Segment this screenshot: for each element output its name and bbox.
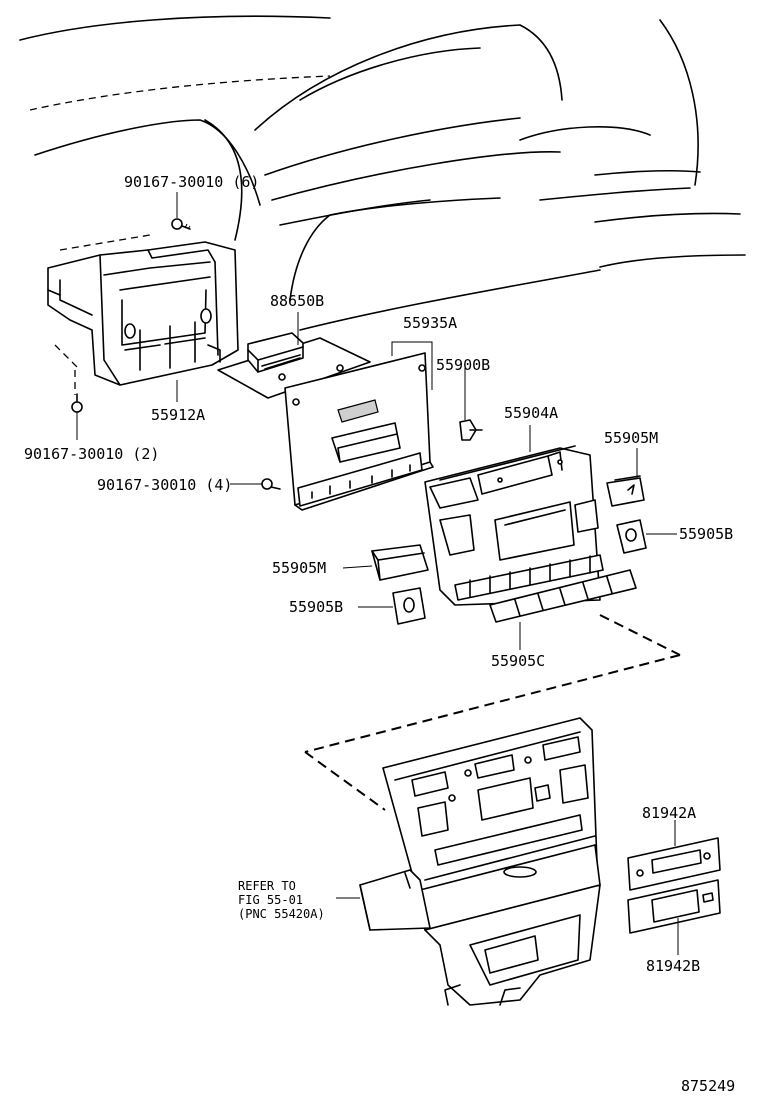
dash-line-upper [599, 614, 681, 656]
figure-number: 875249 [681, 1077, 736, 1095]
screw-top-icon [171, 218, 191, 230]
label-55905B-left: 55905B [289, 598, 344, 616]
label-screw-top: 90167-30010 (6) [124, 173, 260, 191]
dash-line-lower [304, 751, 386, 811]
bulb-55900B-icon [459, 419, 483, 441]
board-55935A-shape [284, 352, 434, 511]
label-refer-line1: REFER TO [238, 879, 296, 893]
screw-left-icon [71, 370, 83, 413]
refer-bracket-shape [359, 869, 431, 931]
label-55905M-right: 55905M [604, 429, 659, 447]
label-screw-left: 90167-30010 (2) [24, 445, 160, 463]
label-55904A: 55904A [504, 404, 559, 422]
label-55905B-right: 55905B [679, 525, 734, 543]
knob-55905M-left-icon [371, 544, 429, 581]
label-81942A: 81942A [642, 804, 697, 822]
plate-81942A-shape [627, 837, 721, 891]
console-panel-shape [382, 717, 601, 1006]
label-screw-mid: 90167-30010 (4) [97, 476, 233, 494]
dash-line-middle [304, 654, 681, 753]
label-81942B: 81942B [646, 957, 701, 975]
label-55905M-left: 55905M [272, 559, 327, 577]
dashboard-outline [19, 15, 746, 331]
label-55905C: 55905C [491, 652, 546, 670]
bracket-55912A-shape [47, 234, 239, 386]
module-88650B-shape [217, 332, 371, 399]
knob-55905M-right-icon [606, 475, 645, 507]
label-88650B: 88650B [270, 292, 325, 310]
label-55912A: 55912A [151, 406, 206, 424]
control-unit-55904A-shape [424, 445, 604, 606]
leader-lines [76, 192, 679, 955]
button-strip-55905C-shape [489, 569, 637, 623]
label-55935A: 55935A [403, 314, 458, 332]
screw-mid-icon [261, 478, 281, 490]
knob-55905B-left-icon [392, 587, 426, 625]
label-refer-line2: FIG 55-01 [238, 893, 304, 907]
knob-55905B-right-icon [616, 519, 647, 554]
plate-81942B-shape [627, 879, 721, 934]
label-refer-line3: (PNC 55420A) [238, 907, 325, 921]
label-55900B: 55900B [436, 356, 491, 374]
